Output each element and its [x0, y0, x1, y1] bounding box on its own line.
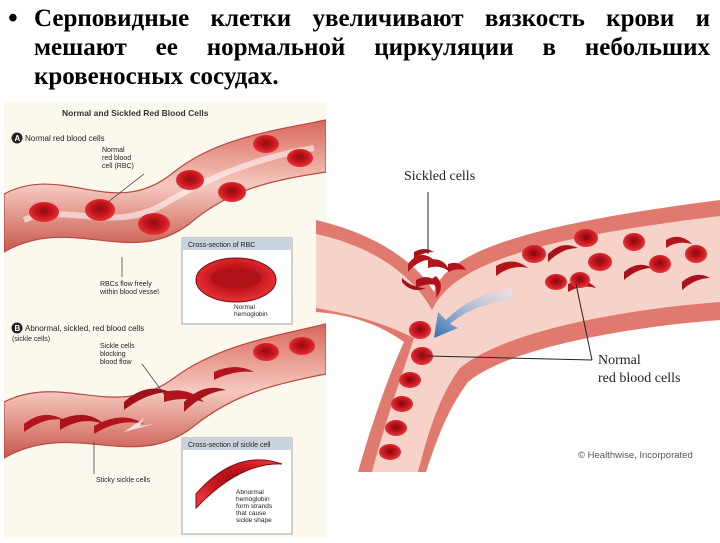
- label-normal-line1: Normal: [598, 353, 641, 368]
- panel-b-title-line2: (sickle cells): [12, 336, 50, 343]
- bullet-text: Серповидные клетки увеличивают вязкость …: [34, 5, 710, 90]
- right-figure: Sickled cells Normal red blood cells: [316, 142, 720, 472]
- normal-rbc: [253, 135, 279, 153]
- label-abn-line1: Abnormal: [236, 489, 264, 496]
- sickle-cell: [496, 261, 528, 276]
- flow-direction-arrow: [434, 288, 514, 338]
- block-leader-line: [141, 363, 165, 395]
- normal-rbc: [649, 255, 671, 273]
- normal-rbc: [522, 245, 546, 263]
- cross-section-rbc-center: [210, 268, 262, 288]
- sickle-cell: [402, 278, 426, 290]
- normal-rbc: [685, 245, 707, 263]
- label-sticky: Sticky sickle cells: [96, 477, 151, 484]
- sickle-cell: [94, 417, 144, 434]
- normal-rbc: [623, 233, 645, 251]
- normal-rbc: [588, 253, 612, 271]
- normal-rbc: [138, 213, 170, 235]
- panel-a-badge: [11, 132, 23, 144]
- sickle-cell: [666, 236, 692, 248]
- normal-rbc: [218, 182, 246, 202]
- rbc-leader-line: [107, 173, 145, 203]
- label-flow-line2: within blood vessel: [99, 289, 159, 296]
- cross-section-rbc-header: [182, 238, 292, 250]
- cross-section-sickle-header: [182, 438, 292, 450]
- panel-b-letter: B: [15, 324, 21, 333]
- label-block-line3: blood flow: [100, 359, 132, 366]
- normal-rbc: [570, 272, 590, 288]
- cross-section-sickle-cell: [195, 459, 283, 510]
- sickle-cell: [624, 264, 652, 280]
- label-abn-line4: that cause: [236, 510, 266, 517]
- panel-b-badge: [11, 322, 23, 334]
- normal-rbc: [29, 202, 59, 222]
- slide-bullet: • Серповидные клетки увеличивают вязкост…: [6, 4, 710, 91]
- sickle-cell: [682, 274, 710, 290]
- normal-flow-arrow: [22, 145, 315, 223]
- cross-rbc-title: Cross-section of RBC: [188, 242, 255, 249]
- label-abn-line5: sickle shape: [236, 517, 272, 524]
- normal-leader-line-2: [575, 283, 593, 361]
- left-figure: Normal and Sickled Red Blood Cells A Nor…: [3, 102, 327, 538]
- blocked-flow-arrow: [124, 418, 154, 432]
- normal-rbc: [399, 372, 421, 388]
- label-sickled: Sickled cells: [404, 169, 475, 184]
- cross-sickle-title: Cross-section of sickle cell: [188, 442, 271, 449]
- panel-a-letter: A: [15, 134, 21, 143]
- label-block-line1: Sickle cells: [100, 343, 135, 350]
- label-abn-line2: hemoglobin: [236, 496, 270, 503]
- normal-vessel: [3, 119, 327, 254]
- sickle-cell: [414, 249, 434, 258]
- normal-rbc: [287, 149, 313, 167]
- left-figure-title: Normal and Sickled Red Blood Cells: [62, 108, 209, 118]
- sickle-cell: [430, 276, 441, 298]
- label-rbc-line2: red blood: [102, 155, 131, 162]
- label-normal-line2: red blood cells: [598, 371, 680, 386]
- label-rbc-line3: cell (RBC): [102, 163, 134, 170]
- normal-rbc: [545, 274, 567, 290]
- label-hemo-line2: hemoglobin: [234, 311, 268, 318]
- normal-rbc: [289, 337, 315, 355]
- sickle-cell: [408, 254, 434, 272]
- normal-rbc: [85, 199, 115, 221]
- sickle-cell: [24, 414, 64, 432]
- right-figure-illustration: Sickled cells Normal red blood cells: [316, 169, 720, 472]
- normal-rbc: [379, 444, 401, 460]
- sickle-cell: [416, 277, 440, 288]
- panel-b-title-line1: Abnormal, sickled, red blood cells: [25, 324, 144, 333]
- normal-rbc: [409, 321, 431, 339]
- normal-rbc: [176, 170, 204, 190]
- branch-vessel-inner: [316, 216, 720, 472]
- sickle-cell: [548, 245, 578, 262]
- normal-rbc: [253, 343, 279, 361]
- normal-rbc: [411, 347, 433, 365]
- left-figure-illustration: Normal and Sickled Red Blood Cells A Nor…: [3, 108, 327, 535]
- sickle-cell: [124, 388, 170, 410]
- copyright-credit: © Healthwise, Incorporated: [578, 450, 693, 461]
- sickle-cell: [448, 262, 466, 272]
- label-abn-line3: form strands: [236, 503, 273, 510]
- label-rbc-line1: Normal: [102, 147, 125, 154]
- label-hemo-line1: Normal: [234, 304, 256, 311]
- normal-rbc: [391, 396, 413, 412]
- sickle-cell: [184, 387, 226, 412]
- sickle-cell: [60, 414, 104, 430]
- sickle-cell: [428, 259, 450, 272]
- sickled-cluster: [402, 249, 466, 298]
- label-block-line2: blocking: [100, 351, 126, 358]
- normal-rbc: [385, 420, 407, 436]
- normal-rbc: [574, 229, 598, 247]
- label-flow-line1: RBCs flow freely: [100, 281, 152, 288]
- sickle-cell: [214, 367, 254, 380]
- panel-a-title: Normal red blood cells: [25, 134, 105, 143]
- normal-leader-line-1: [427, 355, 593, 361]
- bullet-dot-icon: •: [8, 3, 18, 34]
